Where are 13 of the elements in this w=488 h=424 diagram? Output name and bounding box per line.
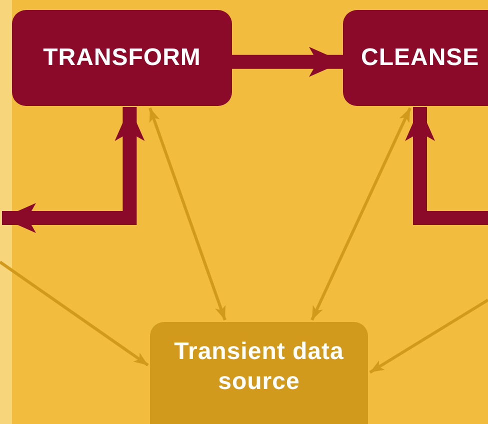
arrow (232, 46, 343, 77)
arrow (369, 298, 488, 374)
arrow (2, 107, 145, 233)
arrow (405, 107, 488, 225)
process-box (150, 322, 368, 424)
arrow (148, 108, 226, 320)
box-label: CLEANSE (361, 43, 480, 73)
arrow (0, 260, 149, 366)
process-box (343, 10, 488, 106)
box-label: Transient data source (173, 337, 345, 397)
process-box (12, 10, 232, 106)
box-label: TRANSFORM (43, 43, 201, 73)
arrow (310, 107, 412, 321)
